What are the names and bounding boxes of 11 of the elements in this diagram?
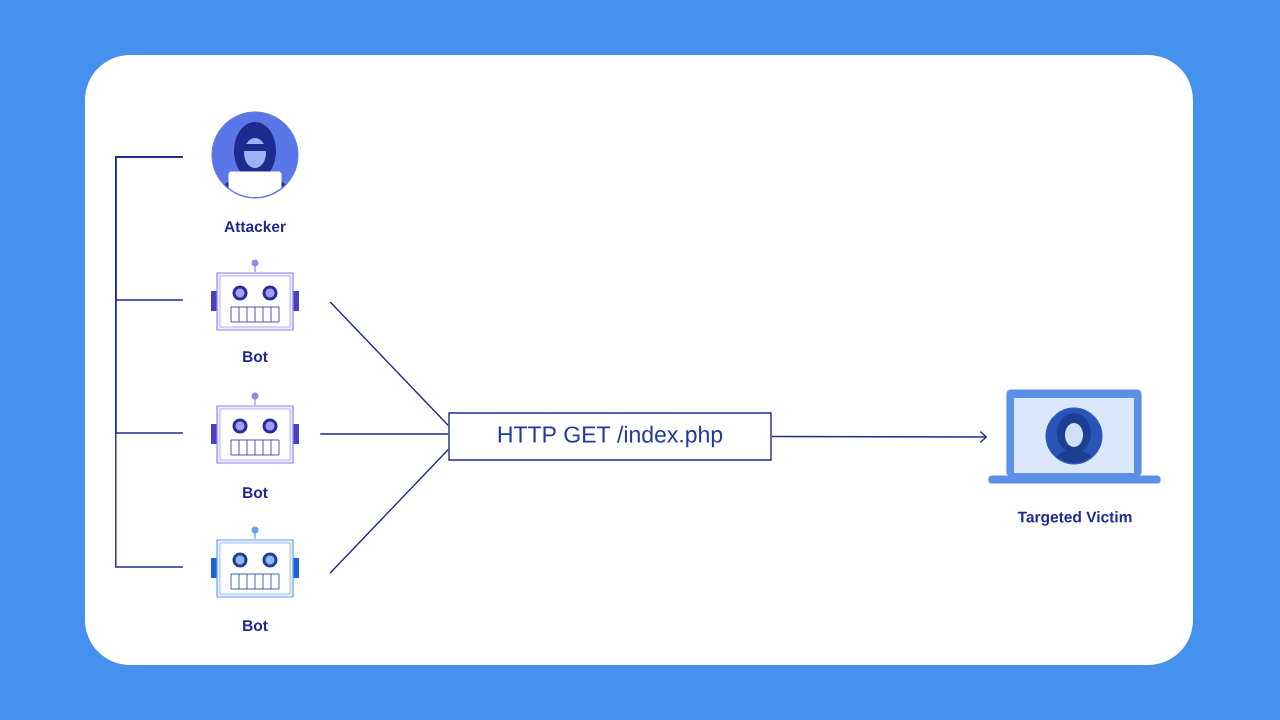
request-box: HTTP GET /index.php — [448, 412, 772, 461]
connector-line — [329, 301, 449, 427]
icon-label: Targeted Victim — [1017, 511, 1132, 526]
icon-label: Bot — [243, 487, 268, 499]
icon-label: Attacker — [224, 220, 286, 233]
connector-line — [319, 433, 449, 435]
connector-line — [115, 156, 184, 568]
connector-line — [329, 448, 449, 574]
icon-label: Bot — [243, 620, 268, 632]
icon-label: Bot — [243, 351, 268, 363]
connector-line — [771, 430, 988, 444]
